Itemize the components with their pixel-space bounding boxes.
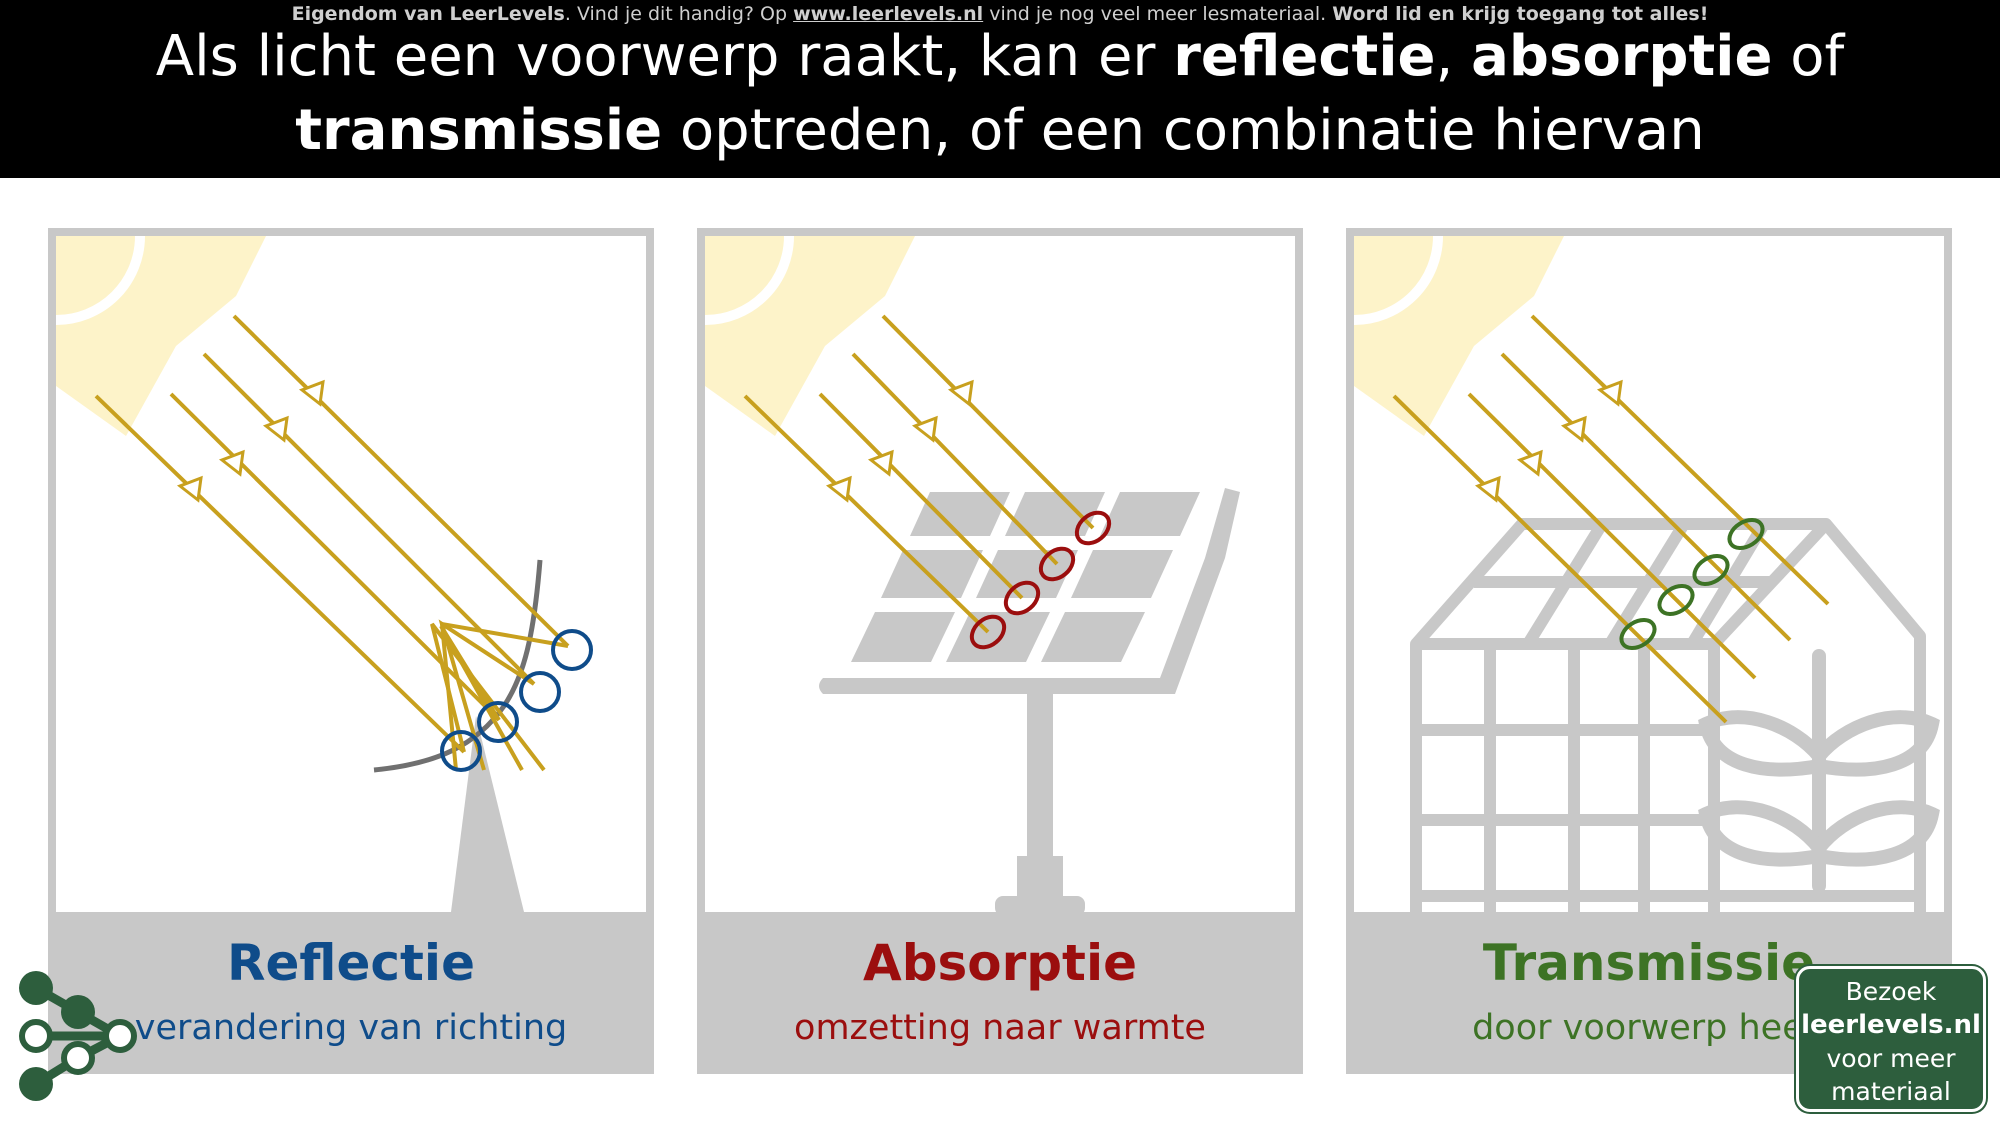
solar-panel	[819, 488, 1240, 912]
reflection-markers	[440, 629, 593, 772]
visit-leerlevels-button[interactable]: Bezoek leerlevels.nl voor meer materiaal	[1796, 966, 1986, 1112]
arrowheads	[176, 379, 325, 503]
panel-illustration	[1354, 236, 1944, 912]
visit-line-3: voor meer	[1826, 1044, 1956, 1073]
credit-link[interactable]: www.leerlevels.nl	[793, 3, 984, 25]
credit-owner: Eigendom van LeerLevels	[291, 3, 565, 25]
panel-illustration	[56, 236, 646, 912]
panel-subtitle: verandering van richting	[134, 1008, 568, 1048]
plant-icon	[1698, 649, 1940, 893]
panel-title: Absorptie	[863, 934, 1137, 992]
credit-text: . Vind je dit handig? Op	[564, 3, 794, 25]
greenhouse-icon	[1354, 236, 1940, 912]
arrowheads	[825, 379, 974, 503]
panel-absorptie: Absorptie omzetting naar warmte	[697, 228, 1303, 1074]
dish-stand	[451, 716, 524, 912]
visit-link: leerlevels.nl	[1801, 1010, 1981, 1040]
panel-illustration	[705, 236, 1295, 912]
visit-line-4: materiaal	[1831, 1077, 1951, 1106]
title-text: Als licht een voorwerp raakt, kan er	[155, 24, 1174, 89]
absorption-markers	[969, 510, 1112, 650]
visit-line-1: Bezoek	[1845, 977, 1937, 1006]
credit-line: Eigendom van LeerLevels. Vind je dit han…	[0, 2, 2000, 26]
light-rays	[743, 314, 1095, 634]
header-banner: Eigendom van LeerLevels. Vind je dit han…	[0, 0, 2000, 178]
title-of: of	[1772, 24, 1845, 89]
solar-panel-icon	[705, 236, 1240, 912]
panel-title: Reflectie	[227, 934, 475, 992]
arrowheads	[1474, 379, 1623, 503]
title-transmissie: transmissie	[295, 98, 663, 163]
panel-subtitle: door voorwerp heen	[1472, 1008, 1826, 1048]
leerlevels-logo-icon	[19, 971, 137, 1101]
panel-title: Transmissie	[1482, 934, 1816, 992]
panel-transmissie: Transmissie door voorwerp heen	[1346, 228, 1952, 1074]
light-rays	[94, 314, 570, 772]
page-title: Als licht een voorwerp raakt, kan er ref…	[0, 20, 2000, 168]
transmission-markers	[1619, 518, 1765, 650]
credit-cta: Word lid en krijg toegang tot alles!	[1332, 3, 1709, 25]
title-absorptie: absorptie	[1471, 24, 1773, 89]
light-rays	[1392, 314, 1830, 724]
title-text-2: optreden, of een combinatie hiervan	[662, 98, 1705, 163]
sun-icon	[56, 236, 266, 436]
title-reflectie: reflectie	[1173, 24, 1436, 89]
sun-icon	[1354, 236, 1564, 436]
panel-reflectie: Reflectie verandering van richting	[48, 228, 654, 1074]
credit-text-after: vind je nog veel meer lesmateriaal.	[983, 3, 1333, 25]
panel-subtitle: omzetting naar warmte	[794, 1008, 1206, 1048]
sun-icon	[705, 236, 915, 436]
title-comma: ,	[1435, 24, 1472, 89]
satellite-dish-icon	[56, 236, 593, 912]
